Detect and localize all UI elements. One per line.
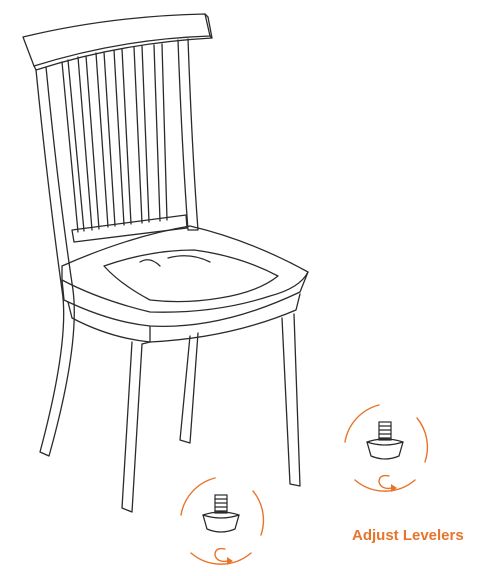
leveler-foot-left bbox=[181, 478, 263, 565]
chair-illustration bbox=[23, 14, 308, 512]
leveler-foot-icon bbox=[181, 478, 263, 564]
seat bbox=[62, 226, 308, 326]
front-legs bbox=[122, 314, 300, 512]
backrest-top-rail bbox=[23, 14, 212, 70]
backrest-slats bbox=[62, 44, 167, 232]
rotate-arrow-icon bbox=[379, 476, 397, 492]
leveler-foot-icon bbox=[345, 405, 427, 491]
adjust-levelers-label: Adjust Levelers bbox=[352, 527, 464, 544]
backrest-lower-rail bbox=[72, 215, 187, 242]
leveler-foot-right bbox=[345, 405, 427, 492]
rotate-arrow-icon bbox=[215, 549, 233, 565]
